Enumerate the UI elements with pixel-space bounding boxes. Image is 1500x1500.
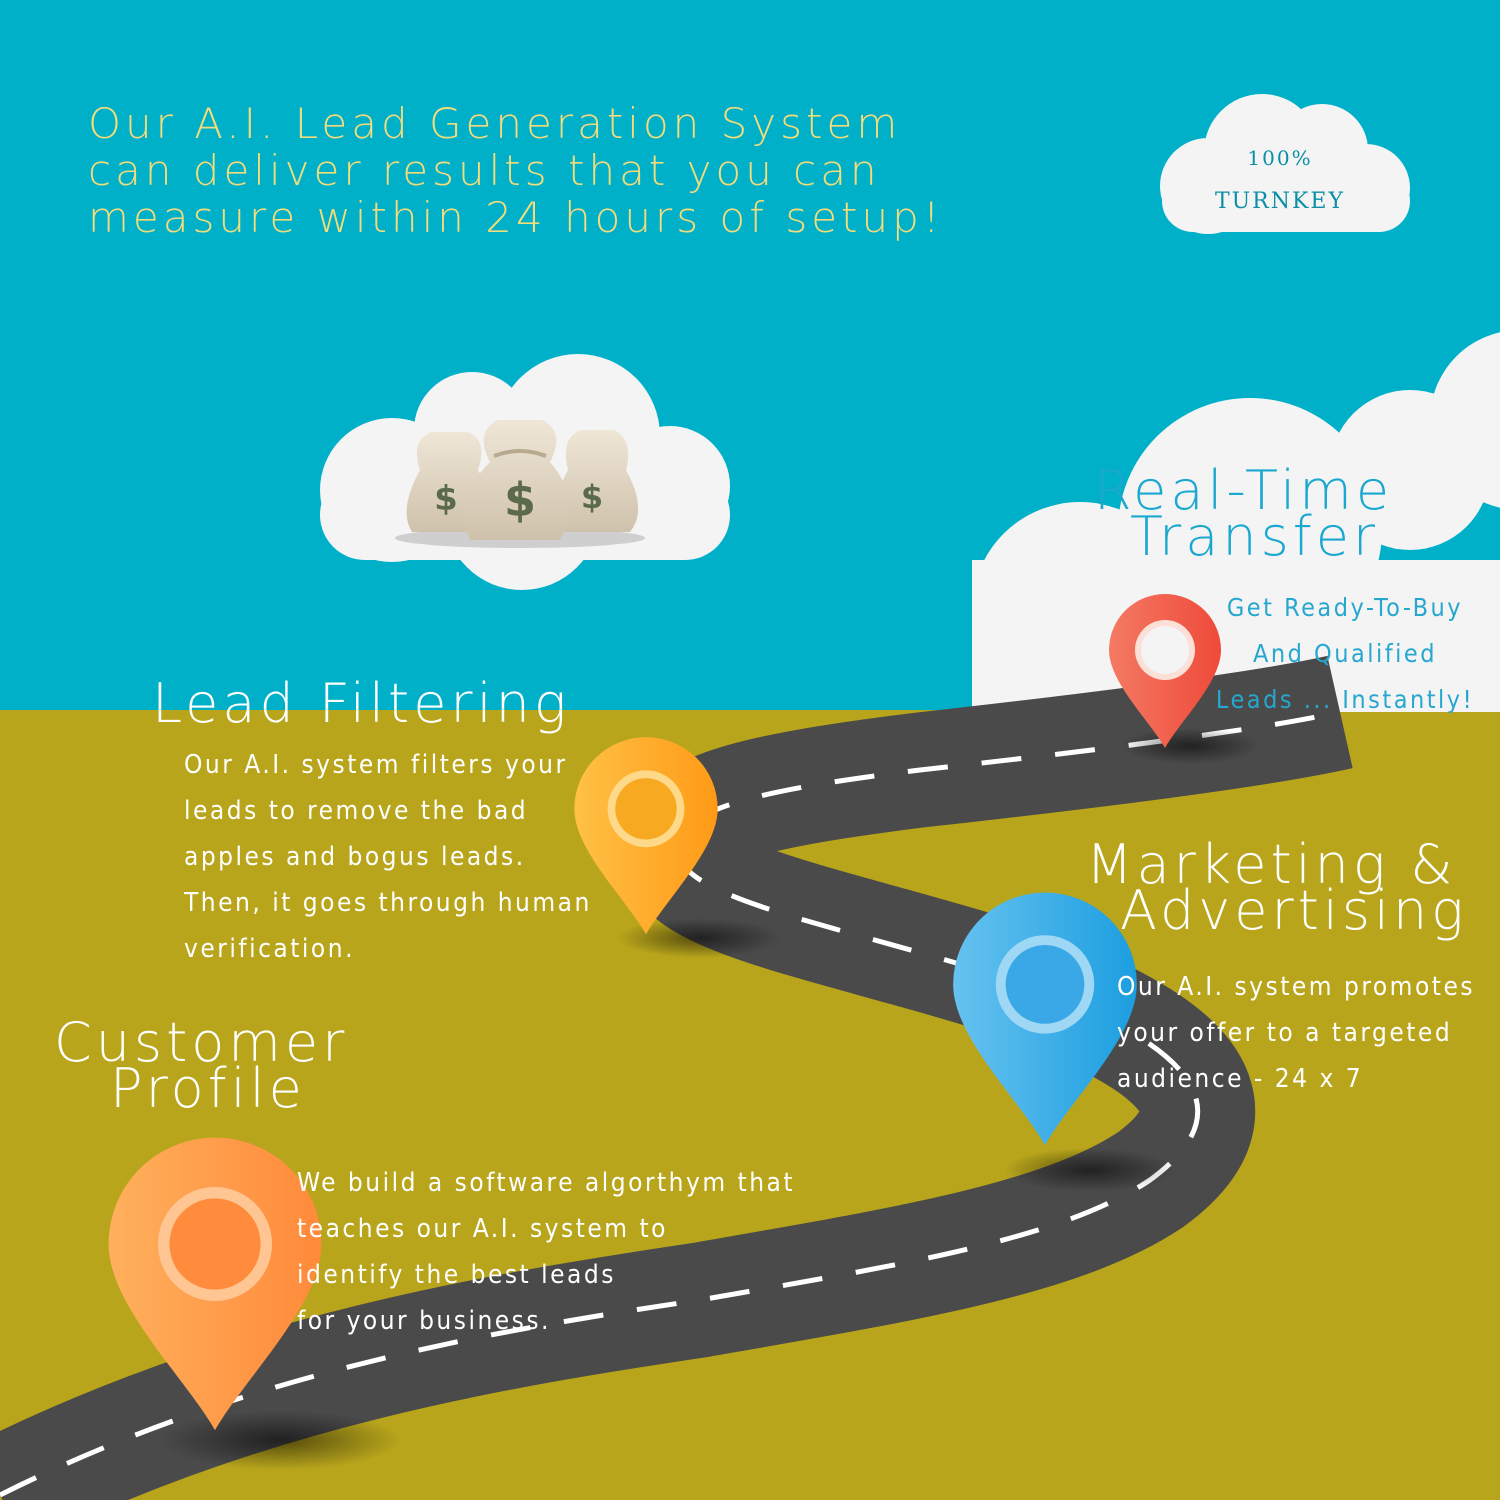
real-time-body-line-1: Get Ready-To-Buy <box>1226 593 1464 622</box>
location-pin-icon-orange <box>108 1137 322 1431</box>
marketing-body: Our A.I. system promotes your offer to a… <box>1117 964 1475 1102</box>
real-time-title-line-1: Real-Time <box>1094 459 1394 522</box>
marketing-title: Marketing & Advertising <box>1086 833 1468 942</box>
marketing-body-line-3: audience - 24 x 7 <box>1117 1064 1364 1094</box>
marketing-body-line-1: Our A.I. system promotes <box>1117 972 1476 1002</box>
lead-filtering-body-line-4: Then, it goes through human <box>184 888 592 918</box>
customer-profile-title: Customer Profile <box>54 1011 349 1120</box>
location-pin-icon-red <box>1109 594 1221 748</box>
svg-text:$: $ <box>434 479 458 519</box>
real-time-body: Get Ready-To-Buy And Qualified Leads ...… <box>1200 585 1490 723</box>
lead-filtering-body-line-5: verification. <box>184 934 355 964</box>
turnkey-percent: 100% <box>1247 146 1313 170</box>
real-time-body-line-3: Leads ... Instantly! <box>1215 685 1475 714</box>
lead-filtering-body: Our A.I. system filters your leads to re… <box>184 742 592 972</box>
location-pin-icon-yellow <box>574 737 718 935</box>
lead-filtering-body-line-2: leads to remove the bad <box>184 796 529 826</box>
headline: Our A.I. Lead Generation System can deli… <box>88 100 1048 241</box>
lead-filtering-title-line-1: Lead Filtering <box>152 672 571 735</box>
real-time-body-line-2: And Qualified <box>1252 639 1438 668</box>
money-bags-icon: $ $ $ <box>395 420 645 548</box>
real-time-title-line-2: Transfer <box>1130 505 1380 568</box>
marketing-title-line-2: Advertising <box>1120 879 1468 942</box>
turnkey-label: TURNKEY <box>1214 189 1346 214</box>
svg-text:$: $ <box>581 478 603 516</box>
customer-profile-body-line-3: identify the best leads <box>297 1260 616 1290</box>
headline-line-1: Our A.I. Lead Generation System <box>88 99 902 148</box>
headline-line-3: measure within 24 hours of setup! <box>88 193 944 242</box>
customer-profile-body: We build a software algorthym that teach… <box>297 1160 795 1344</box>
customer-profile-title-line-1: Customer <box>54 1011 349 1074</box>
lead-filtering-body-line-3: apples and bogus leads. <box>184 842 526 872</box>
turnkey-badge: 100% TURNKEY <box>1180 144 1380 216</box>
marketing-body-line-2: your offer to a targeted <box>1117 1018 1453 1048</box>
customer-profile-body-line-4: for your business. <box>297 1306 551 1336</box>
customer-profile-body-line-2: teaches our A.I. system to <box>297 1214 668 1244</box>
headline-line-2: can deliver results that you can <box>88 146 881 195</box>
lead-filtering-body-line-1: Our A.I. system filters your <box>184 750 568 780</box>
customer-profile-body-line-1: We build a software algorthym that <box>297 1168 796 1198</box>
lead-filtering-title: Lead Filtering <box>152 672 571 735</box>
location-pin-icon-blue <box>953 892 1137 1146</box>
turnkey-cloud <box>1160 94 1410 234</box>
marketing-title-line-1: Marketing & <box>1086 833 1457 896</box>
real-time-title: Real-Time Transfer <box>1094 459 1394 568</box>
customer-profile-title-line-2: Profile <box>110 1057 306 1120</box>
svg-text:$: $ <box>504 473 536 527</box>
